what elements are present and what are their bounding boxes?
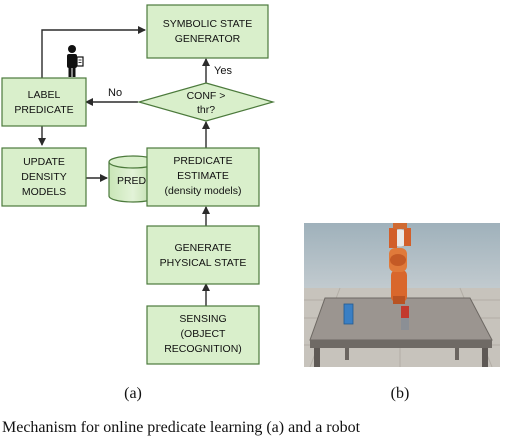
node-update-line-2: DENSITY: [21, 171, 67, 183]
connectors: [38, 26, 210, 306]
node-estimate-line-2: ESTIMATE: [177, 170, 229, 182]
node-update-density-models: UPDATE DENSITY MODELS: [1, 147, 87, 207]
node-label-line-2: PREDICATE: [14, 104, 73, 116]
arrow-label-to-symbolic: [41, 26, 146, 78]
node-estimate-line-3: (density models): [164, 185, 241, 197]
node-update-line-1: UPDATE: [23, 156, 65, 168]
node-label-predicate: LABEL PREDICATE: [1, 77, 87, 127]
node-db-label: PRED.: [117, 175, 149, 187]
node-label-line-1: LABEL: [28, 89, 61, 101]
caption-a: (a): [124, 385, 142, 402]
node-predicate-estimate: PREDICATE ESTIMATE (density models): [146, 147, 260, 207]
node-decision-line-1: CONF >: [187, 90, 226, 102]
node-symbolic-state-generator: SYMBOLIC STATE GENERATOR: [146, 4, 269, 59]
node-physical-line-2: PHYSICAL STATE: [160, 257, 247, 269]
edge-label-yes: Yes: [214, 65, 232, 77]
node-decision-line-2: thr?: [197, 104, 215, 116]
node-sensing-line-3: RECOGNITION): [164, 343, 242, 355]
node-sensing-line-1: SENSING: [179, 313, 226, 325]
flowchart: SYMBOLIC STATE GENERATOR LABEL PREDICATE…: [1, 4, 276, 365]
node-update-line-3: MODELS: [22, 186, 66, 198]
node-sensing-line-2: (OBJECT: [181, 328, 227, 340]
node-physical-line-1: GENERATE: [175, 242, 232, 254]
node-symbolic-line-2: GENERATOR: [175, 33, 241, 45]
node-symbolic-line-1: SYMBOLIC STATE: [163, 18, 252, 30]
robot-arm: [389, 223, 411, 304]
robot-simulation-image: [304, 223, 500, 367]
node-estimate-line-1: PREDICATE: [173, 155, 232, 167]
edge-label-no: No: [108, 87, 122, 99]
figure-caption-text: Mechanism for online predicate learning …: [2, 419, 361, 436]
node-sensing: SENSING (OBJECT RECOGNITION): [146, 305, 260, 365]
node-confidence-decision: CONF > thr?: [136, 82, 276, 122]
node-generate-physical-state: GENERATE PHYSICAL STATE: [146, 225, 260, 285]
caption-b: (b): [391, 385, 410, 402]
human-figure-icon: [67, 45, 84, 77]
